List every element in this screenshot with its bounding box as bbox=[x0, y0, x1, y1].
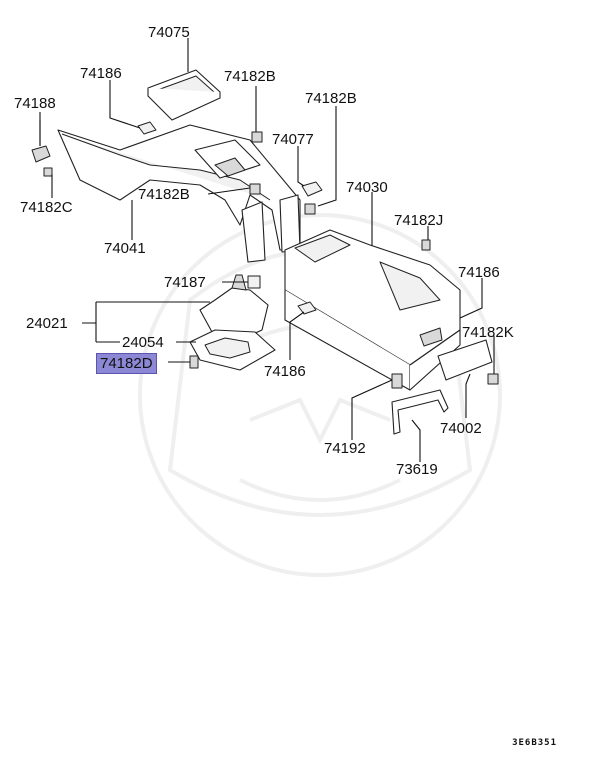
bracket-73619[interactable] bbox=[391, 389, 449, 435]
label-74182B-a[interactable]: 74182B bbox=[224, 68, 276, 85]
label-74188[interactable]: 74188 bbox=[14, 95, 56, 112]
screw-74182B-b[interactable] bbox=[249, 183, 261, 195]
diagram-code: 3E6B351 bbox=[512, 738, 557, 748]
label-73619[interactable]: 73619 bbox=[396, 461, 438, 478]
rear-console-74041[interactable] bbox=[57, 124, 301, 263]
clip-74188[interactable] bbox=[31, 120, 51, 163]
label-24021[interactable]: 24021 bbox=[26, 315, 68, 332]
label-74182B-b[interactable]: 74182B bbox=[305, 90, 357, 107]
main-console-74030[interactable] bbox=[284, 229, 461, 391]
clip-74186a[interactable] bbox=[137, 121, 157, 135]
screw-74182K[interactable] bbox=[487, 373, 499, 385]
screw-74182C[interactable] bbox=[43, 167, 53, 177]
lid-74075[interactable] bbox=[147, 69, 221, 121]
label-74075[interactable]: 74075 bbox=[148, 24, 190, 41]
label-74192[interactable]: 74192 bbox=[324, 440, 366, 457]
clip-74187[interactable] bbox=[247, 275, 261, 289]
label-74182C[interactable]: 74182C bbox=[20, 199, 73, 216]
screw-74182B-a[interactable] bbox=[251, 131, 263, 143]
label-74182B-c[interactable]: 74182B bbox=[138, 186, 190, 203]
boot-bezel-24054[interactable] bbox=[189, 329, 276, 371]
label-74187[interactable]: 74187 bbox=[164, 274, 206, 291]
label-74182J[interactable]: 74182J bbox=[394, 212, 444, 229]
leader-lines bbox=[39, 38, 495, 462]
screw-74182D[interactable] bbox=[189, 355, 199, 369]
fastener-74192[interactable] bbox=[391, 373, 403, 389]
label-74186-c[interactable]: 74186 bbox=[264, 363, 306, 380]
clip-74186b[interactable] bbox=[297, 301, 317, 315]
clip-74077[interactable] bbox=[301, 181, 323, 197]
label-74041[interactable]: 74041 bbox=[104, 240, 146, 257]
cover-74002[interactable] bbox=[437, 339, 493, 381]
label-24054[interactable]: 24054 bbox=[122, 334, 164, 351]
screw-74182J[interactable] bbox=[421, 239, 431, 251]
label-74186-b[interactable]: 74186 bbox=[458, 264, 500, 281]
label-74030[interactable]: 74030 bbox=[346, 179, 388, 196]
label-74186-a[interactable]: 74186 bbox=[80, 65, 122, 82]
screw-74182B-c[interactable] bbox=[304, 203, 316, 215]
label-74002[interactable]: 74002 bbox=[440, 420, 482, 437]
label-74077[interactable]: 74077 bbox=[272, 131, 314, 148]
label-74182K[interactable]: 74182K bbox=[462, 324, 514, 341]
label-74182D-highlighted[interactable]: 74182D bbox=[96, 353, 157, 374]
